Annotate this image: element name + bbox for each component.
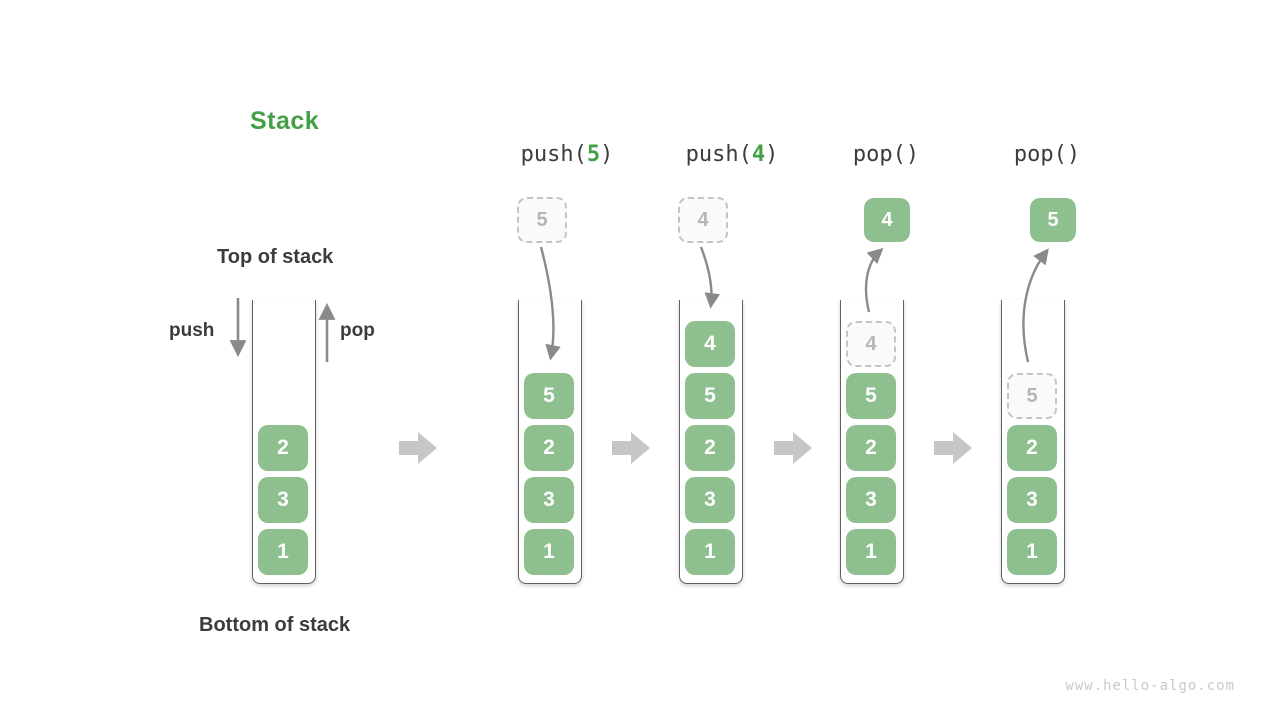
block-value: 3 [865, 488, 877, 511]
stack-block: 1 [524, 529, 574, 575]
op-text: ) [600, 142, 614, 167]
block-value: 2 [1026, 436, 1038, 459]
removed-slot-ghost: 5 [1007, 373, 1057, 419]
block-value: 3 [543, 488, 555, 511]
stack-block: 3 [1007, 477, 1057, 523]
block-value: 2 [543, 436, 555, 459]
incoming-value-box-4: 4 [678, 197, 728, 243]
op-header-push-5: push(5) [487, 142, 647, 167]
op-header-push-4: push(4) [652, 142, 812, 167]
incoming-value: 4 [697, 208, 709, 231]
block-value: 3 [1026, 488, 1038, 511]
op-header-pop-1: pop() [806, 142, 966, 167]
stack-block: 4 [685, 321, 735, 367]
stack-block: 5 [685, 373, 735, 419]
op-text: push( [685, 142, 752, 167]
ghost-value: 4 [865, 332, 877, 355]
popped-value: 5 [1047, 208, 1059, 231]
stack-block: 1 [258, 529, 308, 575]
top-of-stack-label: Top of stack [217, 246, 334, 268]
op-text: push( [520, 142, 587, 167]
block-value: 1 [865, 540, 877, 563]
op-arg: 5 [586, 142, 601, 167]
transition-arrow-icon [399, 432, 437, 464]
incoming-value: 5 [536, 208, 548, 231]
diagram-title: Stack [250, 107, 320, 135]
push-label: push [169, 320, 215, 341]
ghost-value: 5 [1026, 384, 1038, 407]
bottom-of-stack-label: Bottom of stack [199, 614, 351, 636]
block-value: 2 [704, 436, 716, 459]
popped-value-box-5: 5 [1030, 198, 1076, 242]
stack-block: 2 [258, 425, 308, 471]
stack-block: 2 [1007, 425, 1057, 471]
block-value: 2 [865, 436, 877, 459]
block-value: 3 [277, 488, 289, 511]
stack-block: 3 [846, 477, 896, 523]
watermark: www.hello-algo.com [1065, 678, 1235, 694]
transition-arrow-icon [774, 432, 812, 464]
block-value: 4 [704, 332, 716, 355]
stack-block: 3 [524, 477, 574, 523]
incoming-value-box-5: 5 [517, 197, 567, 243]
op-header-pop-2: pop() [967, 142, 1127, 167]
op-text: pop() [1013, 142, 1081, 167]
stack-block: 2 [685, 425, 735, 471]
stack-block: 2 [846, 425, 896, 471]
block-value: 1 [704, 540, 716, 563]
stack-block: 1 [846, 529, 896, 575]
op-text: ) [765, 142, 779, 167]
transition-arrow-icon [612, 432, 650, 464]
push4-motion-arrow-icon [699, 246, 721, 309]
stack-block: 5 [846, 373, 896, 419]
block-value: 1 [277, 540, 289, 563]
stack-block: 5 [524, 373, 574, 419]
op-text: pop() [852, 142, 920, 167]
block-value: 5 [543, 384, 555, 407]
stack-block: 3 [258, 477, 308, 523]
popped-value: 4 [881, 208, 893, 231]
pop-label: pop [340, 320, 375, 341]
block-value: 3 [704, 488, 716, 511]
block-value: 1 [543, 540, 555, 563]
block-value: 5 [704, 384, 716, 407]
stack-block: 1 [1007, 529, 1057, 575]
stack-block: 3 [685, 477, 735, 523]
popped-value-box-4: 4 [864, 198, 910, 242]
removed-slot-ghost: 4 [846, 321, 896, 367]
block-value: 5 [865, 384, 877, 407]
stack-block: 2 [524, 425, 574, 471]
block-value: 1 [1026, 540, 1038, 563]
block-value: 2 [277, 436, 289, 459]
op-arg: 4 [751, 142, 766, 167]
transition-arrow-icon [934, 432, 972, 464]
stack-block: 1 [685, 529, 735, 575]
